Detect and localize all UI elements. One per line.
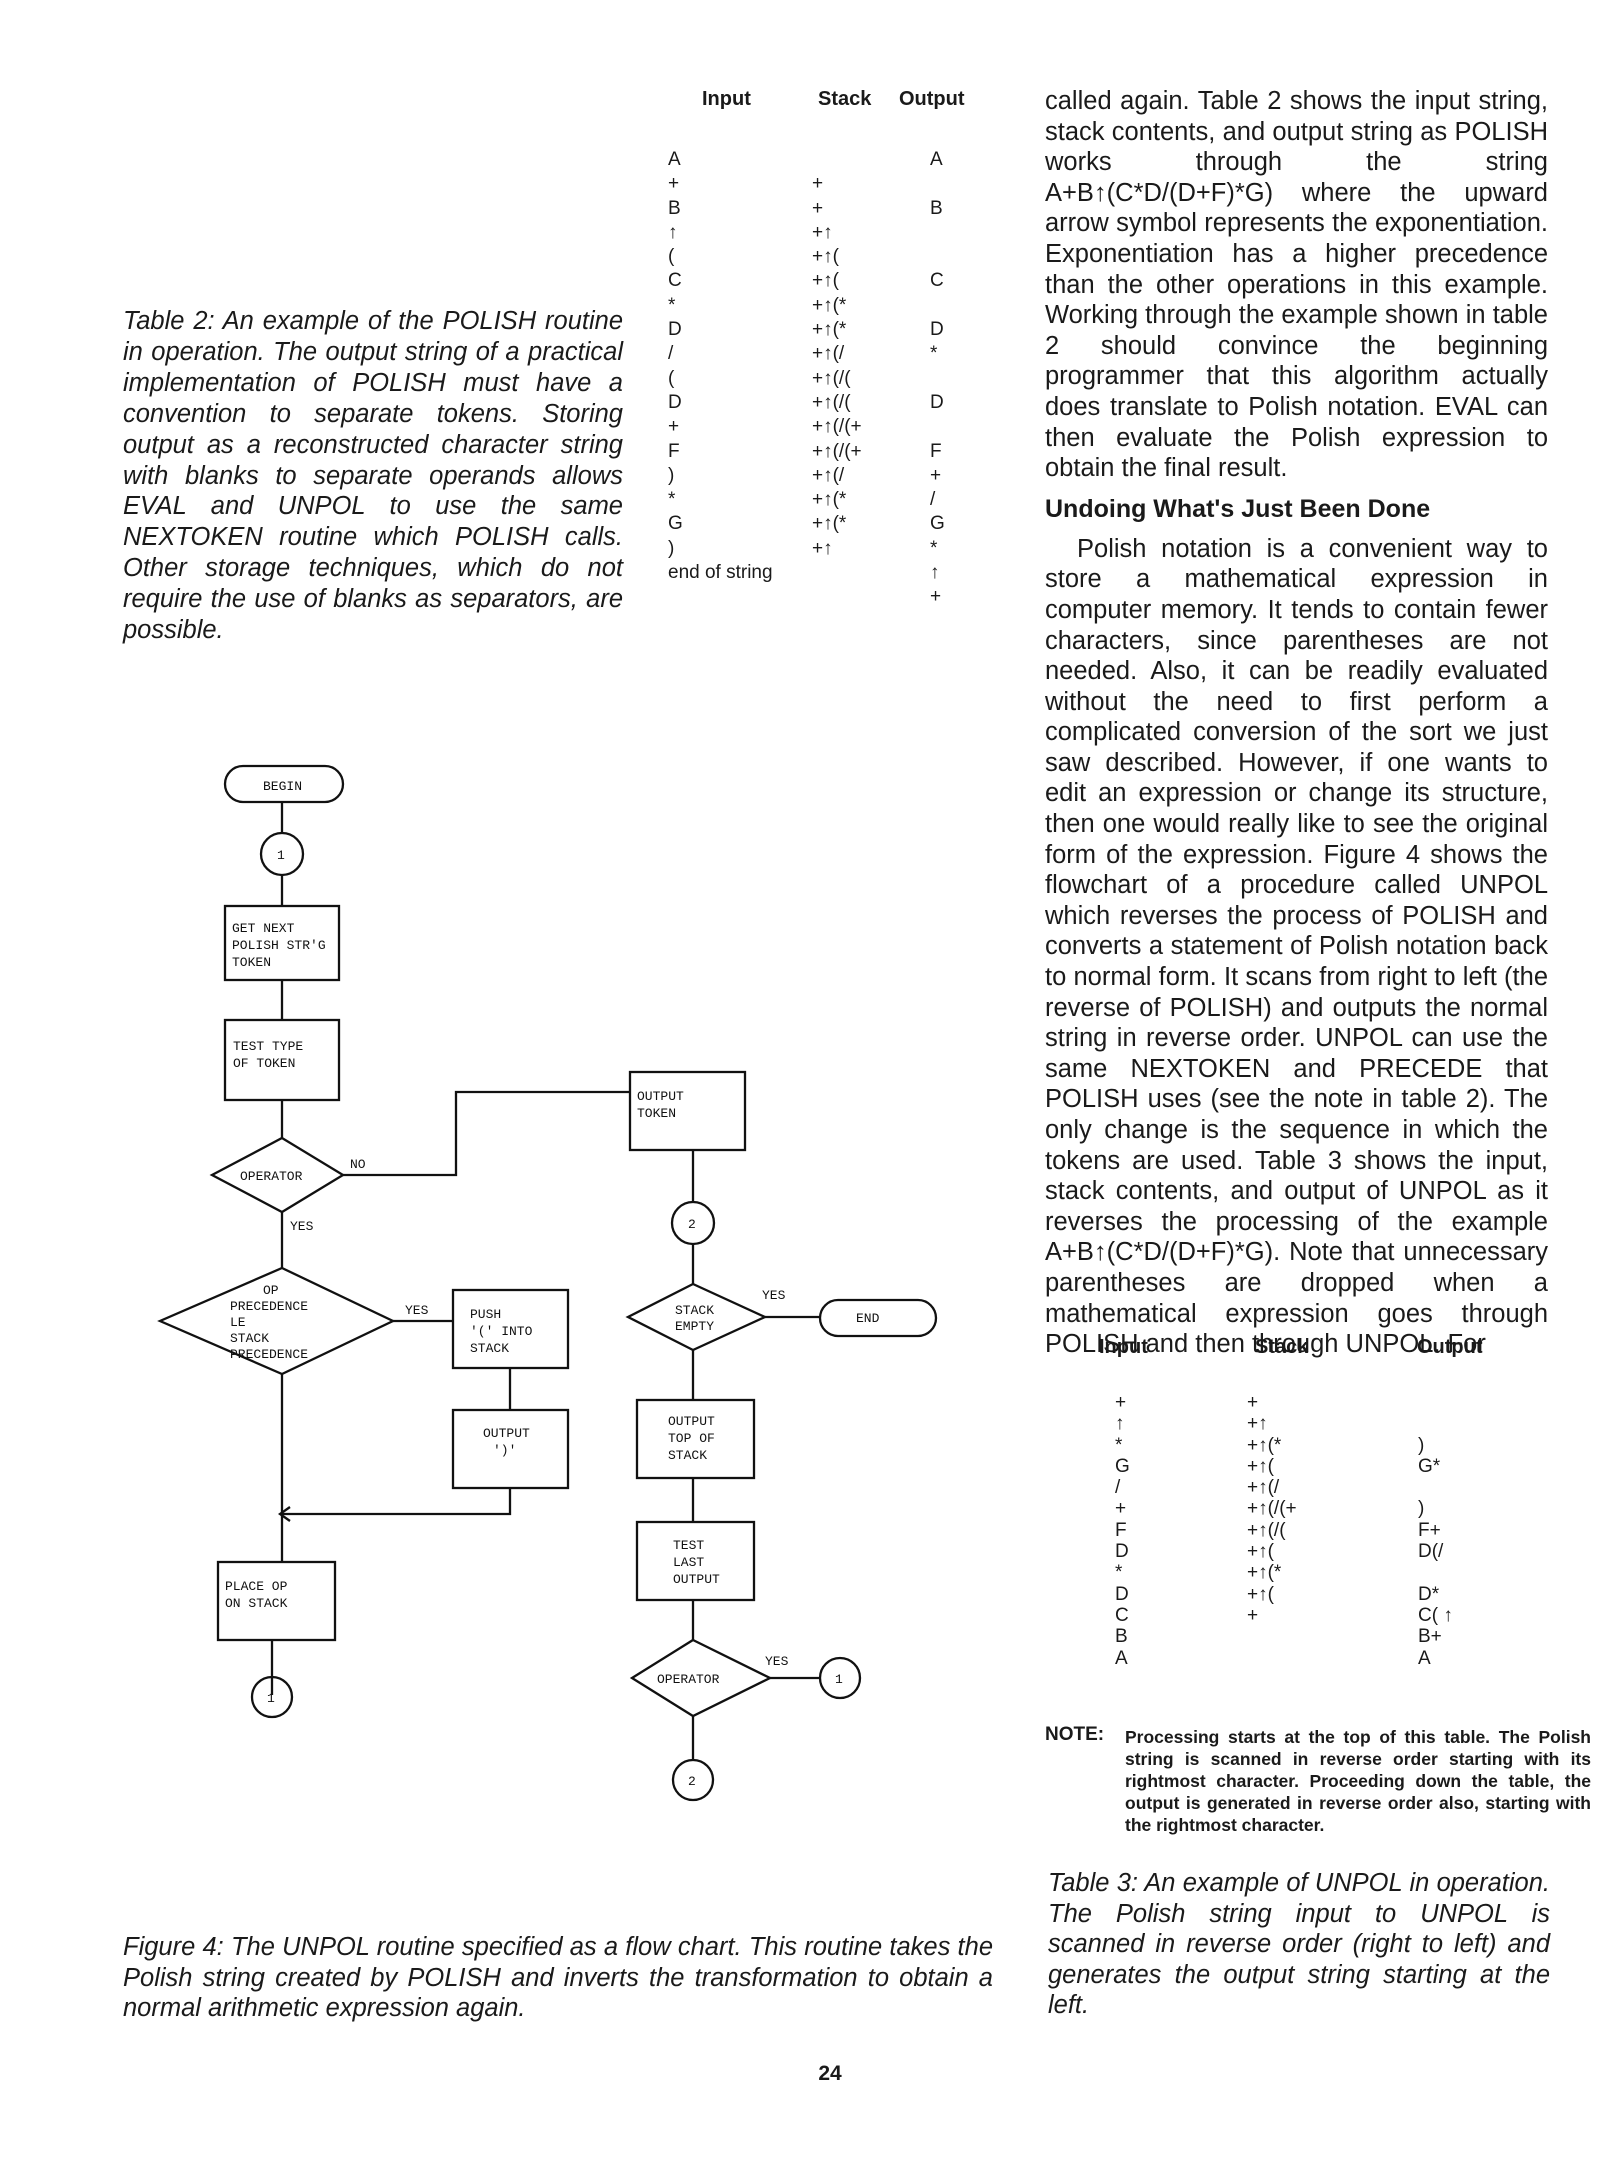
stack-empty-line-2: EMPTY xyxy=(675,1319,714,1334)
table-2-caption: Table 2: An example of the POLISH routin… xyxy=(123,307,623,645)
push-line-1: PUSH xyxy=(470,1307,501,1322)
table-3-output-column: ) G* ) F+ D(/ D* C( ↑ B+ A xyxy=(1418,1434,1453,1669)
output-paren-line-2: ')' xyxy=(493,1443,516,1458)
output-token-line-1: OUTPUT xyxy=(637,1089,684,1104)
connector-1-bottom xyxy=(250,1675,294,1719)
note-text: Processing starts at the top of this tab… xyxy=(1125,1727,1591,1835)
right-column-text: called again. Table 2 shows the input st… xyxy=(1045,86,1548,1360)
no-label: NO xyxy=(350,1157,366,1172)
get-next-line-3: TOKEN xyxy=(232,955,271,970)
get-next-line-1: GET NEXT xyxy=(232,921,295,936)
precedence-line-2: PRECEDENCE xyxy=(230,1299,308,1314)
yes-label-4: YES xyxy=(765,1654,789,1669)
operator-decision-2-label: OPERATOR xyxy=(657,1672,720,1687)
table-2-header-stack: Stack xyxy=(818,88,872,110)
get-next-line-2: POLISH STR'G xyxy=(232,938,326,953)
table-2-stack-column: + + +↑ +↑( +↑( +↑(* +↑(* +↑(/ +↑(/( +↑(/… xyxy=(812,173,862,559)
section-heading: Undoing What's Just Been Done xyxy=(1045,494,1431,523)
connector-1-right-label: 1 xyxy=(835,1672,843,1687)
test-type-line-2: OF TOKEN xyxy=(233,1056,295,1071)
output-top-line-1: OUTPUT xyxy=(668,1414,715,1429)
connector-2-bottom-label: 2 xyxy=(688,1774,696,1789)
place-op-box xyxy=(216,1560,337,1642)
precedence-line-5: PRECEDENCE xyxy=(230,1347,308,1362)
body-paragraph-1: called again. Table 2 shows the input st… xyxy=(1045,87,1548,483)
precedence-line-4: STACK xyxy=(230,1331,269,1346)
push-line-2: '(' INTO xyxy=(470,1324,533,1339)
table-3-header-input: Input xyxy=(1099,1336,1148,1358)
body-paragraph-2: Polish notation is a convenient way to s… xyxy=(1045,534,1548,1359)
connector-1-top-label: 1 xyxy=(277,848,285,863)
test-type-line-1: TEST TYPE xyxy=(233,1039,303,1054)
stack-empty-line-1: STACK xyxy=(675,1303,714,1318)
begin-terminator xyxy=(223,764,345,804)
output-token-line-2: TOKEN xyxy=(637,1106,676,1121)
connector-2-bottom xyxy=(671,1758,715,1802)
output-top-of-stack-box xyxy=(635,1398,756,1480)
page-number: 24 xyxy=(818,2062,842,2085)
table-2-input-column: A + B ↑ ( C * D / ( D + F ) * G ) end of… xyxy=(668,149,773,584)
test-last-output-box xyxy=(635,1520,756,1602)
yes-label-3: YES xyxy=(762,1288,786,1303)
test-last-line-3: OUTPUT xyxy=(673,1572,720,1587)
end-label: END xyxy=(856,1311,880,1326)
table-3-caption: Table 3: An example of UNPOL in operatio… xyxy=(1048,1869,1550,2019)
precedence-line-1: OP xyxy=(263,1283,279,1298)
table-2-header-output: Output xyxy=(899,88,965,110)
connector-1-right xyxy=(818,1656,862,1700)
connector-1-bottom-label: 1 xyxy=(267,1691,275,1706)
table-3-header-stack: Stack xyxy=(1255,1336,1309,1358)
place-op-line-1: PLACE OP xyxy=(225,1579,288,1594)
table-2-output-column: A B C D * D F + / G * ↑ + xyxy=(930,149,945,608)
table-3-input-column: + ↑ * G / + F D * D C B A xyxy=(1115,1392,1130,1669)
output-top-line-3: STACK xyxy=(668,1448,707,1463)
push-line-3: STACK xyxy=(470,1341,509,1356)
table-3: Input Stack Output + ↑ * G / + F D * D C… xyxy=(1095,1336,1555,1716)
connector-2-top-label: 2 xyxy=(688,1217,696,1232)
note-label: NOTE: xyxy=(1045,1724,1105,1745)
output-top-line-2: TOP OF xyxy=(668,1431,715,1446)
precedence-line-3: LE xyxy=(230,1315,246,1330)
output-token-box xyxy=(628,1070,747,1152)
yes-label-1: YES xyxy=(290,1219,314,1234)
table-3-stack-column: + +↑ +↑(* +↑( +↑(/ +↑(/(+ +↑(/( +↑( +↑(*… xyxy=(1247,1392,1297,1626)
operator-decision-1-label: OPERATOR xyxy=(240,1169,303,1184)
place-op-line-2: ON STACK xyxy=(225,1596,288,1611)
begin-label: BEGIN xyxy=(263,779,302,794)
table-3-header-output: Output xyxy=(1417,1336,1483,1358)
figure-4-caption: Figure 4: The UNPOL routine specified as… xyxy=(123,1933,993,2022)
test-last-line-2: LAST xyxy=(673,1555,704,1570)
yes-label-2: YES xyxy=(405,1303,429,1318)
test-last-line-1: TEST xyxy=(673,1538,704,1553)
end-terminator xyxy=(818,1298,938,1338)
unpol-flowchart: BEGIN 1 GET NEXT POLISH STR'G TOKEN TEST… xyxy=(157,764,938,1802)
table-2-header-input: Input xyxy=(702,88,751,110)
output-paren-line-1: OUTPUT xyxy=(483,1426,530,1441)
